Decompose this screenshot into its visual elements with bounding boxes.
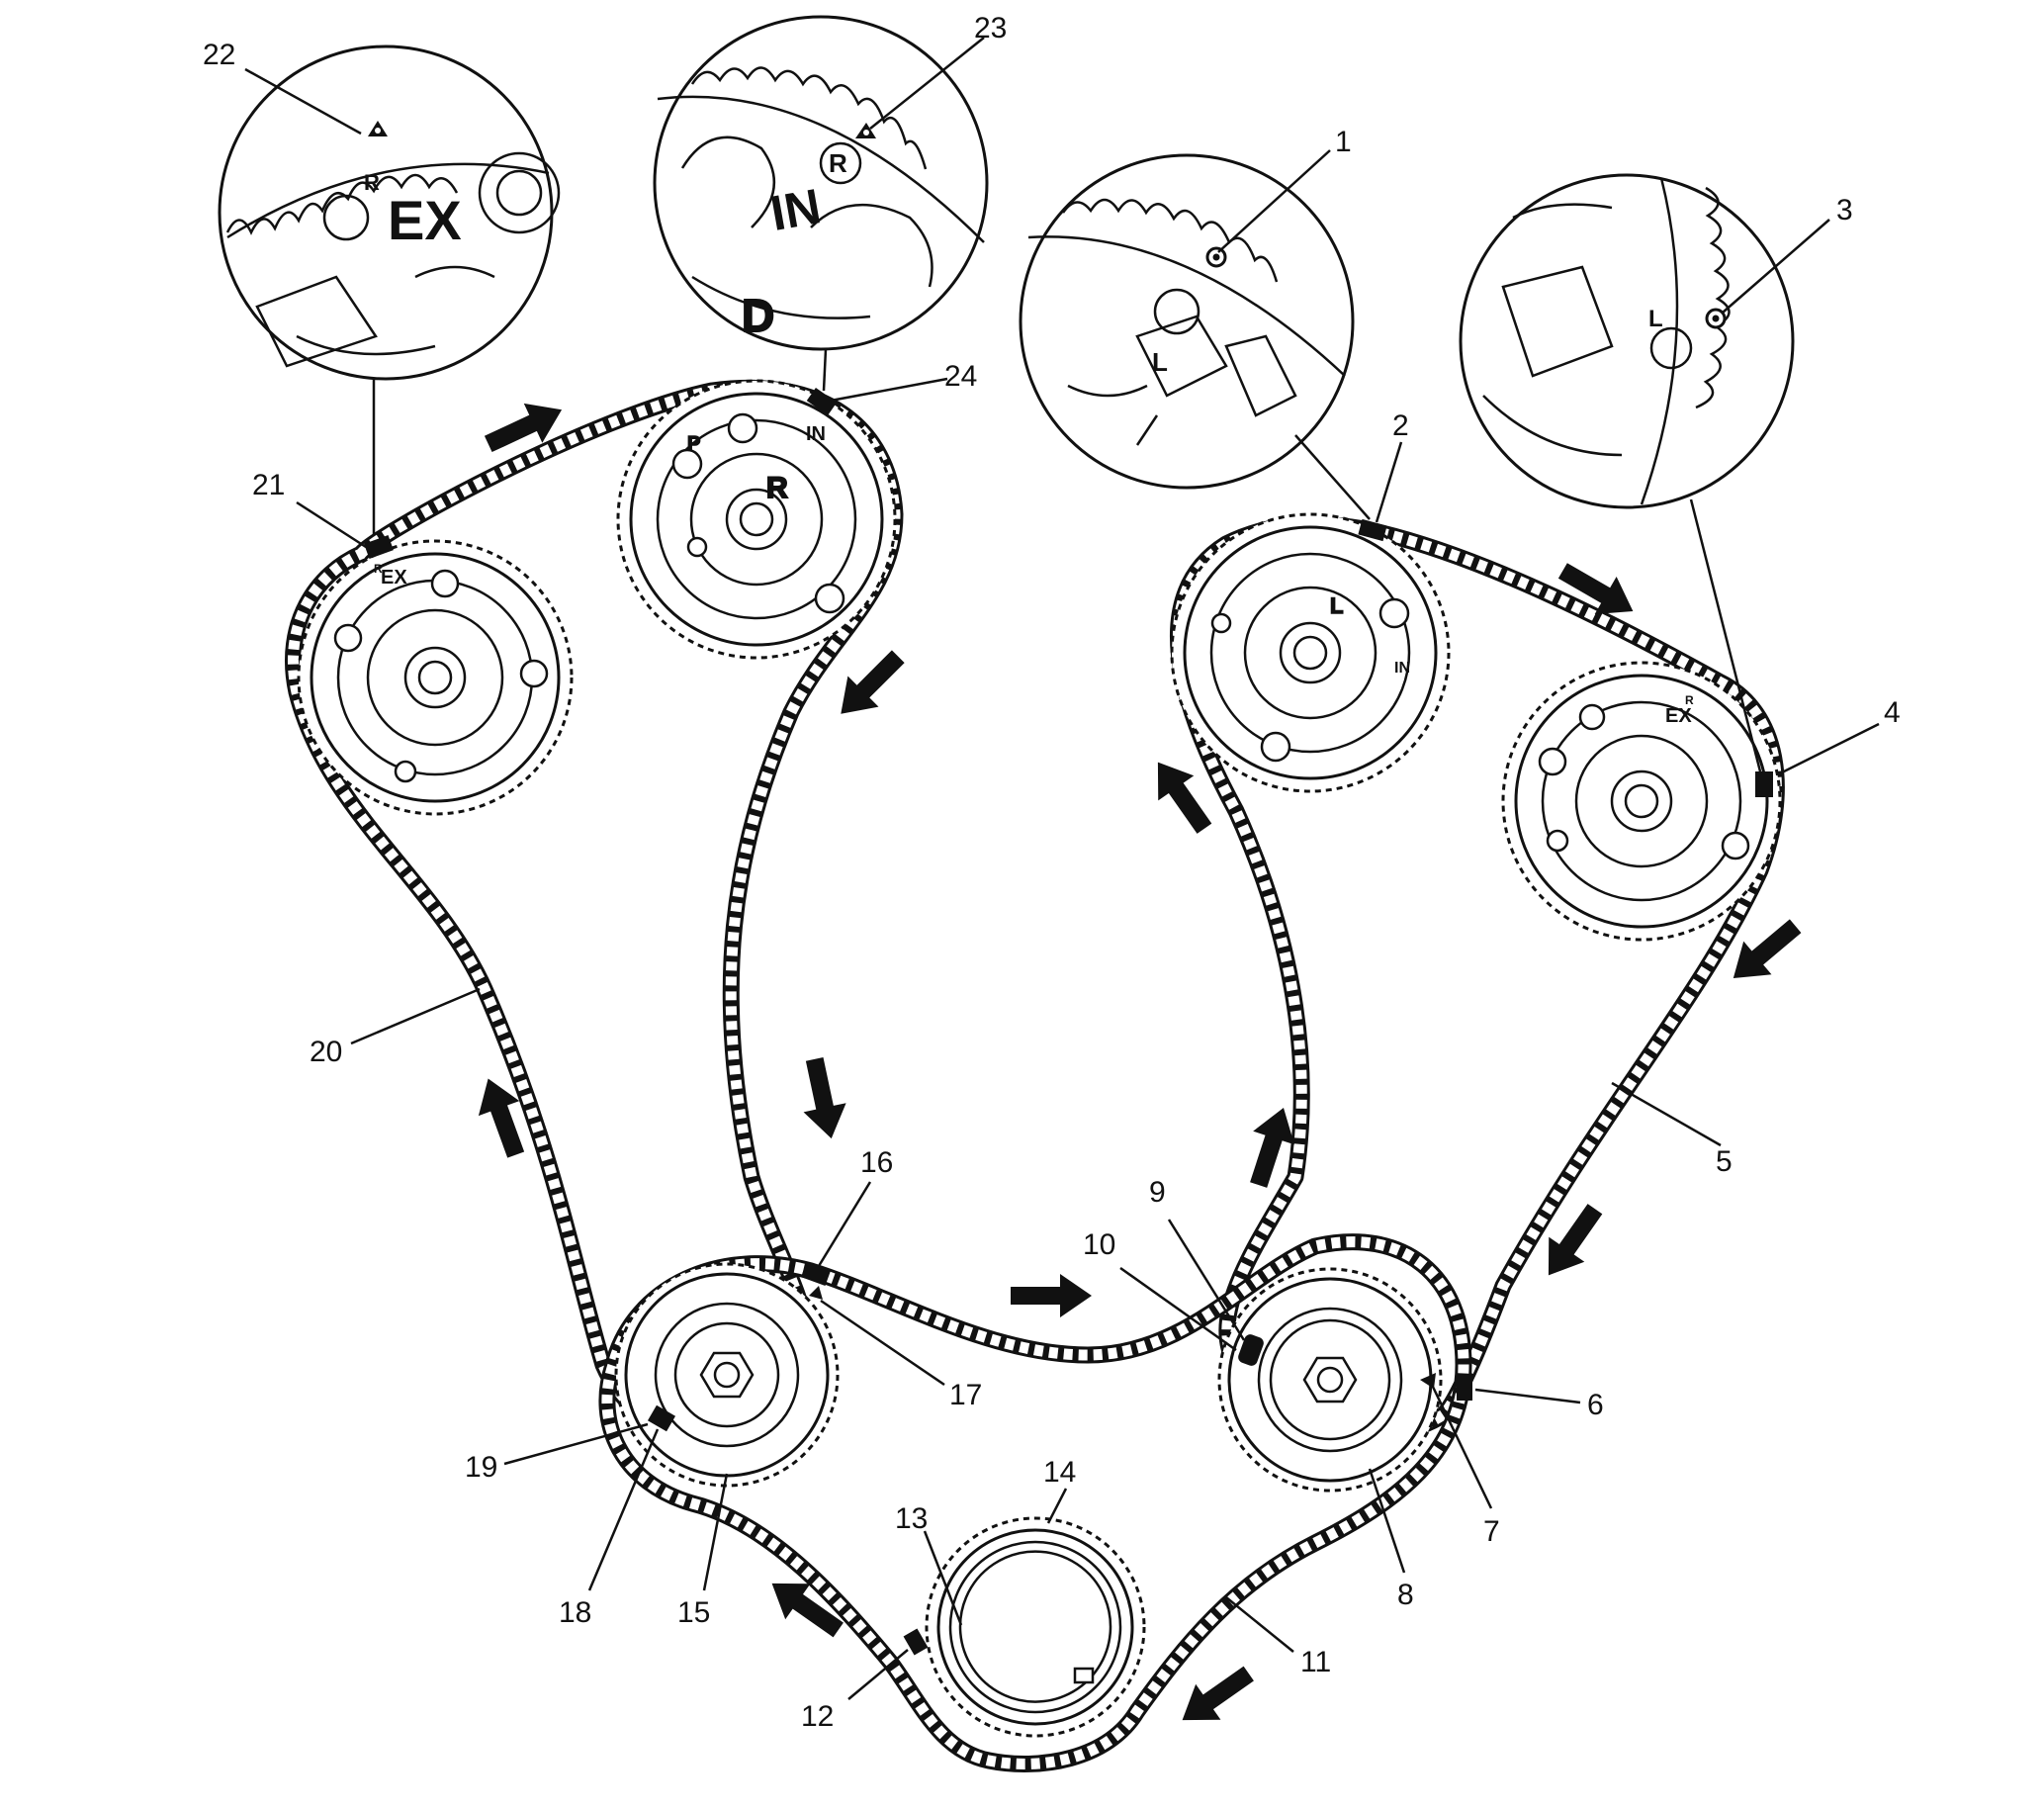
- right-exhaust-r-mark: R: [1685, 693, 1694, 707]
- detail-right-exhaust-l-text: L: [1648, 306, 1663, 332]
- link-16: [801, 1262, 831, 1286]
- detail-ex-r-text: R: [364, 170, 380, 195]
- callout-2: 2: [1392, 409, 1409, 442]
- right-intake-camshaft-sprocket: L IN: [1170, 512, 1451, 793]
- callout-3: 3: [1836, 194, 1853, 226]
- detail-view-left-exhaust: EX R: [218, 45, 561, 381]
- callout-20: 20: [310, 1036, 342, 1068]
- left-idler-sprocket: [614, 1262, 840, 1488]
- callout-16: 16: [860, 1146, 893, 1179]
- callout-19: 19: [465, 1451, 497, 1484]
- detail-ex-text: EX: [388, 189, 462, 251]
- arrow-icon: [1557, 563, 1634, 615]
- callout-24: 24: [944, 360, 977, 393]
- callout-14: 14: [1043, 1456, 1076, 1489]
- left-exhaust-camshaft-sprocket: EX R: [297, 539, 574, 816]
- callout-7: 7: [1483, 1515, 1500, 1548]
- link-19: [647, 1404, 676, 1432]
- callout-8: 8: [1397, 1579, 1414, 1611]
- left-exhaust-ex-mark: EX: [381, 567, 407, 589]
- detail-right-intake-l-text: L: [1152, 347, 1168, 377]
- callout-4: 4: [1884, 696, 1901, 729]
- arrow-icon: [478, 1078, 525, 1158]
- arrow-icon: [1182, 1666, 1254, 1721]
- callout-21: 21: [252, 469, 285, 501]
- arrow-icon: [841, 650, 905, 714]
- arrow-icon: [484, 403, 563, 453]
- right-intake-l-mark: L: [1330, 593, 1343, 618]
- arrow-icon: [1250, 1108, 1295, 1188]
- callout-1: 1: [1335, 126, 1352, 158]
- link-24: [806, 387, 838, 416]
- callout-13: 13: [895, 1502, 928, 1535]
- arrow-icon: [1157, 762, 1212, 834]
- callout-15: 15: [677, 1596, 710, 1629]
- detail-in-r-text: R: [829, 148, 847, 178]
- callout-18: 18: [559, 1596, 591, 1629]
- left-intake-p-mark: P: [687, 433, 700, 455]
- arrow-icon: [771, 1583, 844, 1638]
- detail-view-right-exhaust: L: [1459, 173, 1795, 509]
- callout-leaders: [244, 37, 1880, 1700]
- callout-17: 17: [949, 1379, 982, 1411]
- arrow-icon: [1011, 1274, 1092, 1317]
- arrow-icon: [1548, 1204, 1603, 1276]
- right-idler-sprocket: [1217, 1267, 1443, 1493]
- crankshaft-sprocket: [925, 1516, 1146, 1738]
- direction-arrows: [478, 403, 1802, 1721]
- detail-view-left-intake: R IN D: [653, 15, 989, 351]
- arrow-icon: [803, 1057, 846, 1139]
- link-6: [1457, 1375, 1472, 1401]
- right-exhaust-ex-mark: EX: [1665, 705, 1692, 727]
- link-2: [1358, 518, 1387, 542]
- callout-6: 6: [1587, 1389, 1604, 1421]
- callout-labels: 1 2 3 4 5 6 7 8 9 10 11 12 13 14 15 16 1…: [203, 12, 1901, 1733]
- idler-mark-17: [809, 1286, 823, 1300]
- callout-11: 11: [1300, 1646, 1331, 1678]
- left-intake-in-mark: IN: [806, 423, 826, 445]
- callout-22: 22: [203, 39, 235, 71]
- callout-12: 12: [801, 1700, 834, 1733]
- callout-9: 9: [1149, 1176, 1166, 1209]
- callout-10: 10: [1083, 1228, 1115, 1261]
- detail-in-text: IN: [766, 178, 825, 241]
- callout-23: 23: [974, 12, 1007, 45]
- arrow-icon: [1733, 919, 1802, 978]
- link-21: [364, 535, 394, 559]
- callout-5: 5: [1716, 1145, 1733, 1178]
- left-exhaust-r-mark: R: [374, 562, 383, 576]
- detail-view-right-intake: L: [1019, 153, 1355, 490]
- idler-mark-9: [1238, 1334, 1264, 1366]
- right-intake-in-mark: IN: [1394, 660, 1410, 677]
- link-4: [1755, 771, 1773, 797]
- left-intake-camshaft-sprocket: R IN P: [616, 379, 897, 660]
- left-intake-r-mark: R: [766, 472, 788, 504]
- detail-in-d-text: D: [742, 290, 774, 341]
- right-exhaust-camshaft-sprocket: EX R: [1501, 661, 1782, 942]
- link-12: [903, 1628, 929, 1656]
